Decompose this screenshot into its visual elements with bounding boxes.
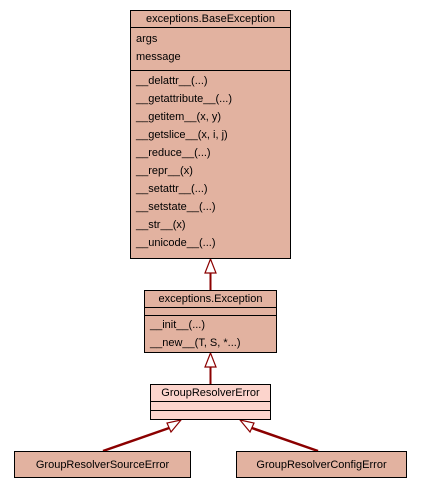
attribute-message: message [136, 51, 181, 63]
method-str: __str__(x) [136, 219, 186, 231]
class-exception[interactable]: exceptions.Exception __init__(...) __new… [144, 290, 277, 353]
class-title-group-resolver-error: GroupResolverError [151, 385, 270, 402]
method-init: __init__(...) [150, 319, 206, 331]
class-title-group-resolver-source-error: GroupResolverSourceError [35, 459, 170, 471]
method-getitem: __getitem__(x, y) [136, 111, 221, 123]
class-group-resolver-config-error[interactable]: GroupResolverConfigError [236, 451, 407, 478]
attributes-section-group-resolver-error [151, 402, 270, 411]
method-unicode: __unicode__(...) [136, 237, 216, 249]
methods-section-base-exception: __delattr__(...) __getattribute__(...) _… [131, 71, 290, 259]
inheritance-line-source-to-gre [102, 425, 173, 453]
methods-section-group-resolver-error [151, 411, 270, 420]
inheritance-arrowhead-base [204, 257, 217, 274]
method-reduce: __reduce__(...) [136, 147, 211, 159]
method-setattr: __setattr__(...) [136, 183, 208, 195]
method-getslice: __getslice__(x, i, j) [136, 129, 228, 141]
attributes-section-base-exception: args message [131, 28, 290, 71]
class-group-resolver-source-error[interactable]: GroupResolverSourceError [14, 451, 191, 478]
inheritance-arrowhead-gre-right [238, 419, 255, 434]
methods-section-exception: __init__(...) __new__(T, S, *...) [145, 316, 276, 353]
method-repr: __repr__(x) [136, 165, 193, 177]
method-new: __new__(T, S, *...) [150, 337, 241, 349]
class-title-exception: exceptions.Exception [145, 291, 276, 308]
class-base-exception[interactable]: exceptions.BaseException args message __… [130, 10, 291, 259]
class-group-resolver-error[interactable]: GroupResolverError [150, 384, 271, 420]
method-delattr: __delattr__(...) [136, 75, 208, 87]
inheritance-arrowhead-gre-left [166, 419, 183, 434]
class-title-base-exception: exceptions.BaseException [131, 11, 290, 28]
attributes-section-exception [145, 308, 276, 316]
method-getattribute: __getattribute__(...) [136, 93, 233, 105]
class-title-group-resolver-config-error: GroupResolverConfigError [256, 459, 387, 471]
method-setstate: __setstate__(...) [136, 201, 216, 213]
inheritance-line-config-to-gre [248, 425, 319, 453]
attribute-args: args [136, 33, 158, 45]
inheritance-arrowhead-exception [204, 351, 217, 368]
